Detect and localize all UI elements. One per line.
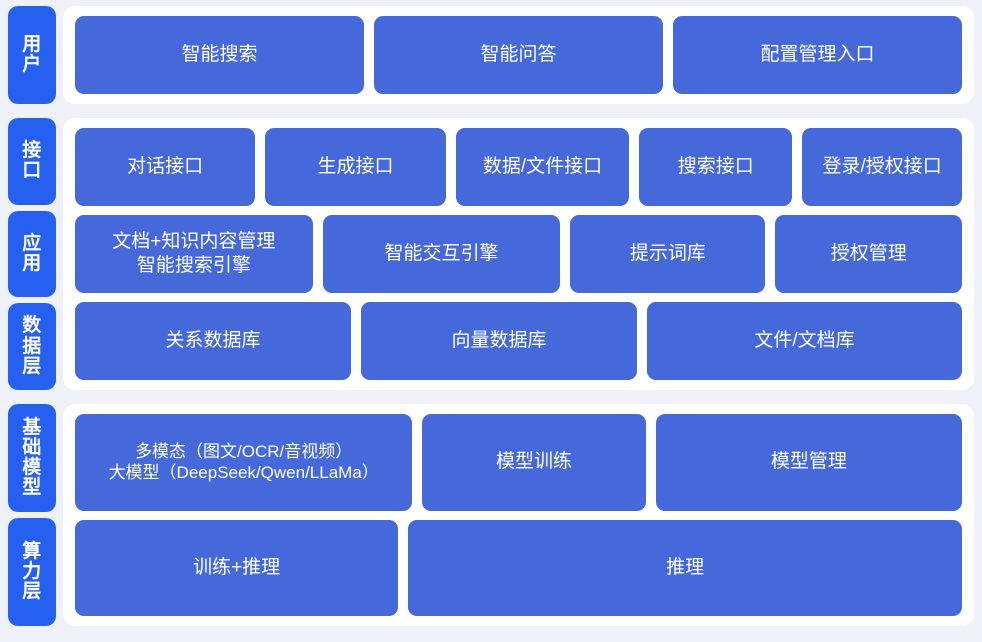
- card-doc-knowledge-management-line1: 文档+知识内容管理: [112, 230, 276, 252]
- card-dialog-api-label: 对话接口: [127, 155, 204, 177]
- card-smart-search-label: 智能搜索: [181, 43, 258, 65]
- layer-tab-compute[interactable]: 算力层: [8, 518, 56, 626]
- card-data-file-api[interactable]: 数据/文件接口: [455, 128, 630, 206]
- layer-tab-foundation-model-label: 基础模型: [22, 416, 42, 499]
- card-dialog-api[interactable]: 对话接口: [75, 128, 256, 206]
- card-search-api[interactable]: 搜索接口: [639, 128, 793, 206]
- card-config-management-entry-label: 配置管理入口: [760, 43, 875, 65]
- section-foundation-panel: 多模态（图文/OCR/音视频） 大模型（DeepSeek/Qwen/LLaMa）…: [63, 404, 974, 626]
- card-smart-interaction-engine-label: 智能交互引擎: [384, 242, 499, 264]
- card-authorization-management[interactable]: 授权管理: [775, 215, 962, 293]
- section-platform: 接口 应用 数据层 对话接口 生成接口 数据/文件接口: [8, 118, 974, 391]
- card-multimodal-large-model-label: 多模态（图文/OCR/音视频） 大模型（DeepSeek/Qwen/LLaMa）: [109, 441, 379, 485]
- card-prompt-library-label: 提示词库: [629, 242, 706, 264]
- card-search-api-label: 搜索接口: [677, 155, 754, 177]
- card-smart-interaction-engine[interactable]: 智能交互引擎: [322, 215, 561, 293]
- card-relational-database-label: 关系数据库: [165, 329, 261, 351]
- card-inference-label: 推理: [666, 556, 705, 578]
- card-smart-qa[interactable]: 智能问答: [374, 16, 663, 94]
- section-users-panel: 智能搜索 智能问答 配置管理入口: [63, 6, 974, 104]
- compute-row: 训练+推理 推理: [75, 519, 962, 616]
- card-login-auth-api-label: 登录/授权接口: [822, 155, 942, 177]
- layer-tab-foundation-model[interactable]: 基础模型: [8, 404, 56, 512]
- section-users-tab-column: 用户: [8, 6, 56, 104]
- card-login-auth-api[interactable]: 登录/授权接口: [802, 128, 963, 206]
- layer-tab-data-label: 数据层: [22, 315, 42, 377]
- card-model-training[interactable]: 模型训练: [422, 414, 646, 511]
- application-row: 文档+知识内容管理 智能搜索引擎 智能交互引擎 提示词库 授权管理: [75, 215, 962, 293]
- card-authorization-management-label: 授权管理: [830, 242, 907, 264]
- card-model-management-label: 模型管理: [770, 451, 847, 473]
- card-generation-api-label: 生成接口: [317, 155, 394, 177]
- card-model-management[interactable]: 模型管理: [655, 414, 962, 511]
- card-vector-database[interactable]: 向量数据库: [361, 302, 637, 380]
- layer-tab-application[interactable]: 应用: [8, 210, 56, 298]
- card-doc-knowledge-management-label: 文档+知识内容管理 智能搜索引擎: [112, 230, 275, 279]
- section-foundation-tab-column: 基础模型 算力层: [8, 404, 56, 626]
- card-training-and-inference-label: 训练+推理: [193, 556, 281, 578]
- model-row: 多模态（图文/OCR/音视频） 大模型（DeepSeek/Qwen/LLaMa）…: [75, 414, 962, 511]
- card-inference[interactable]: 推理: [408, 519, 962, 616]
- card-smart-search[interactable]: 智能搜索: [75, 16, 364, 94]
- layer-tab-users[interactable]: 用户: [8, 6, 56, 104]
- interface-row: 对话接口 生成接口 数据/文件接口 搜索接口 登录/授权接口: [75, 128, 963, 206]
- card-relational-database[interactable]: 关系数据库: [75, 302, 351, 380]
- card-model-training-label: 模型训练: [496, 451, 573, 473]
- section-users: 用户 智能搜索 智能问答 配置管理入口: [8, 6, 974, 104]
- section-platform-tab-column: 接口 应用 数据层: [8, 118, 56, 391]
- layer-tab-application-label: 应用: [22, 232, 42, 274]
- card-smart-qa-label: 智能问答: [480, 43, 557, 65]
- data-row: 关系数据库 向量数据库 文件/文档库: [75, 302, 962, 380]
- users-row: 智能搜索 智能问答 配置管理入口: [75, 16, 962, 94]
- card-file-document-store[interactable]: 文件/文档库: [647, 302, 962, 380]
- card-data-file-api-label: 数据/文件接口: [482, 155, 603, 177]
- card-multimodal-large-model-line2: 大模型（DeepSeek/Qwen/LLaMa）: [108, 463, 379, 483]
- card-doc-knowledge-management[interactable]: 文档+知识内容管理 智能搜索引擎: [75, 215, 313, 293]
- card-config-management-entry[interactable]: 配置管理入口: [673, 16, 962, 94]
- layer-tab-interface-label: 接口: [22, 140, 42, 182]
- card-generation-api[interactable]: 生成接口: [265, 128, 446, 206]
- layer-tab-data[interactable]: 数据层: [8, 303, 56, 391]
- card-doc-knowledge-management-line2: 智能搜索引擎: [136, 255, 251, 276]
- section-platform-panel: 对话接口 生成接口 数据/文件接口 搜索接口 登录/授权接口: [63, 118, 974, 390]
- layer-tab-interface[interactable]: 接口: [8, 118, 56, 205]
- section-foundation: 基础模型 算力层 多模态（图文/OCR/音视频） 大模型（DeepSeek/Qw…: [8, 404, 974, 626]
- card-file-document-store-label: 文件/文档库: [754, 329, 855, 351]
- card-vector-database-label: 向量数据库: [451, 329, 547, 351]
- card-training-and-inference[interactable]: 训练+推理: [75, 519, 399, 616]
- layer-tab-users-label: 用户: [22, 33, 42, 75]
- card-multimodal-large-model-line1: 多模态（图文/OCR/音视频）: [135, 441, 353, 461]
- layer-tab-compute-label: 算力层: [22, 540, 42, 603]
- card-prompt-library[interactable]: 提示词库: [570, 215, 766, 293]
- card-multimodal-large-model[interactable]: 多模态（图文/OCR/音视频） 大模型（DeepSeek/Qwen/LLaMa）: [75, 414, 413, 511]
